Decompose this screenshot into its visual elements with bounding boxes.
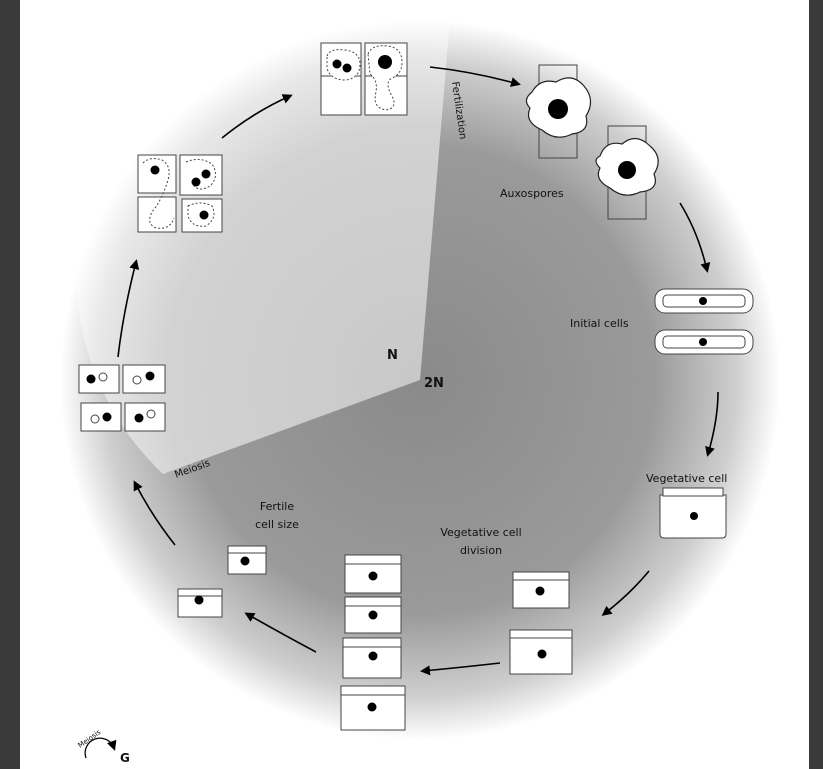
vegetative-division-label-line2: division (460, 544, 502, 557)
vegetative-division-label-line1: Vegetative cell (440, 526, 521, 539)
logo-g-text: G (120, 751, 130, 765)
haploid-label: N (387, 348, 398, 363)
vegetative-cell (660, 488, 726, 538)
fertile-label-line2: cell size (255, 518, 299, 531)
fertile-label-line1: Fertile (260, 500, 294, 513)
initial-cells-label: Initial cells (570, 317, 629, 330)
vegetative-cell-label: Vegetative cell (646, 472, 727, 485)
auxospores-label: Auxospores (500, 187, 564, 200)
diploid-label: 2N (424, 376, 444, 391)
division-cells-stack (341, 555, 405, 730)
